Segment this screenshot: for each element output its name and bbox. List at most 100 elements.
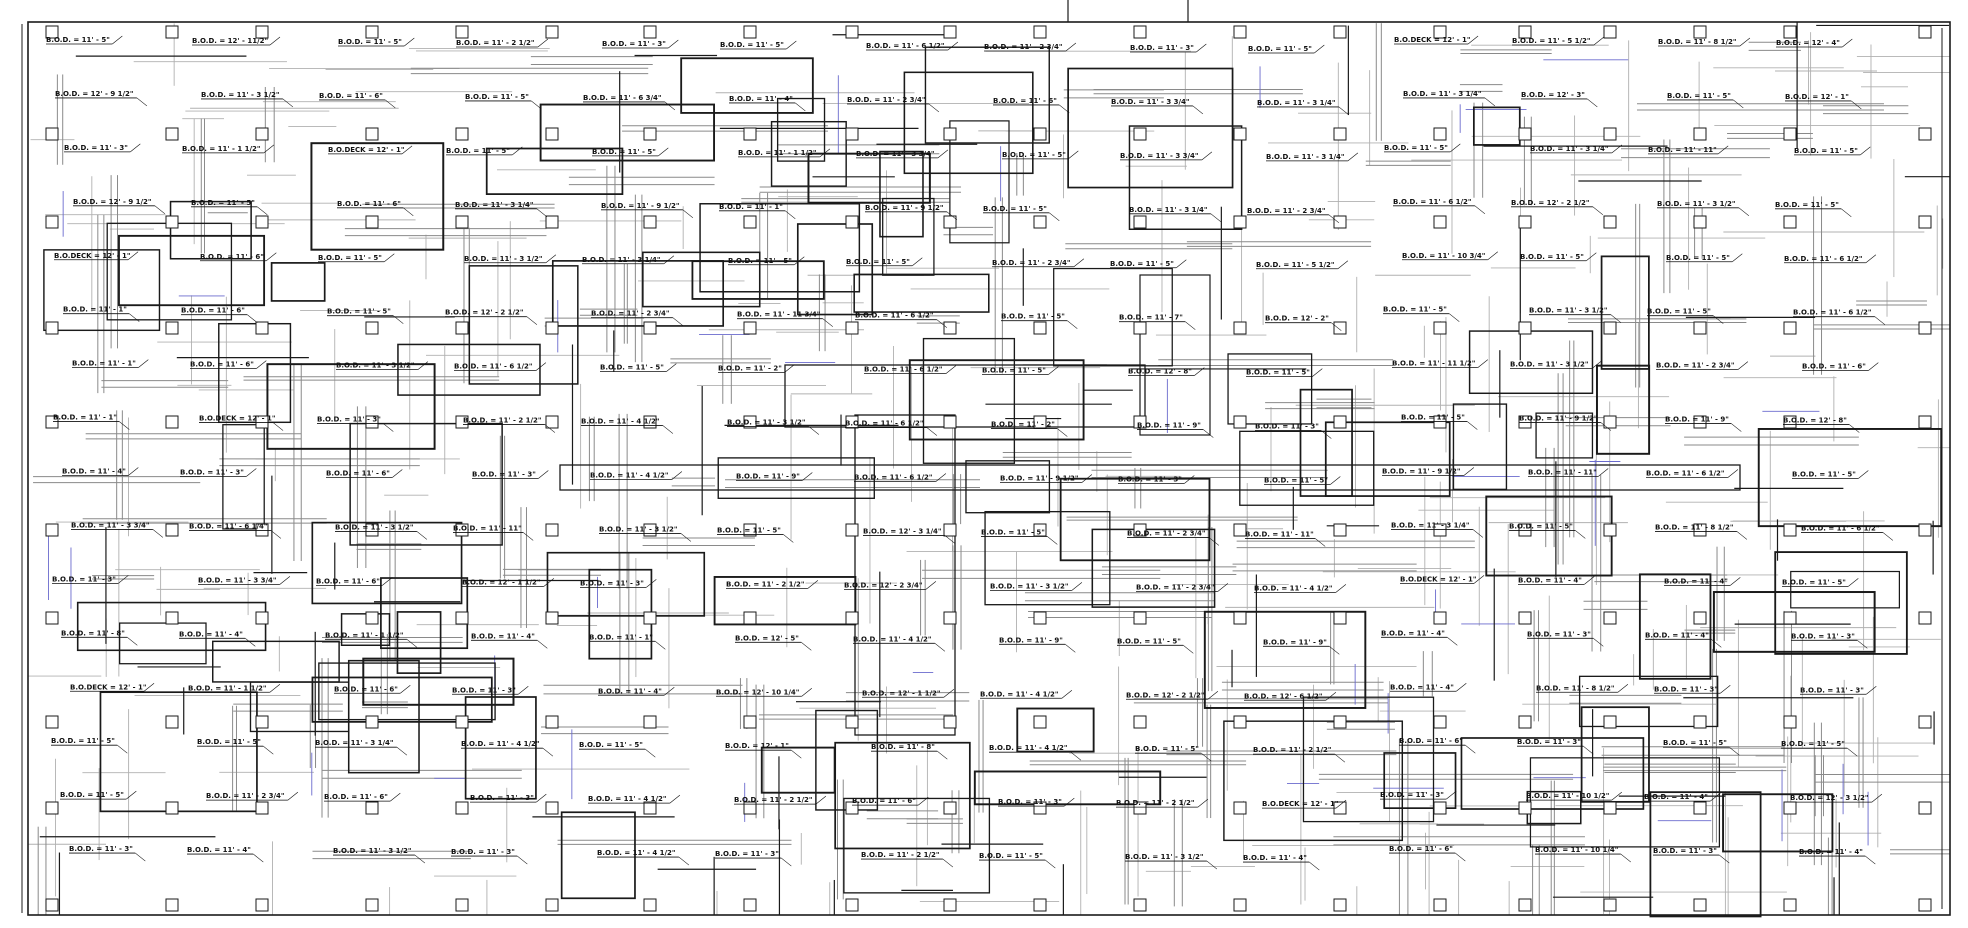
elevation-label: B.O.D. = 12' - 9 1/2" bbox=[55, 90, 134, 98]
label-leader bbox=[934, 643, 946, 652]
label-leader bbox=[1710, 792, 1721, 802]
label-leader bbox=[945, 365, 957, 374]
structural-column bbox=[255, 898, 269, 912]
structural-column bbox=[845, 611, 859, 625]
label-leader bbox=[1593, 638, 1604, 647]
elevation-label: B.O.D. = 11' - 4" bbox=[179, 630, 243, 638]
elevation-label: B.O.D. = 11' - 3 1/4" bbox=[1257, 99, 1336, 107]
structural-column bbox=[1518, 25, 1532, 39]
structural-column bbox=[1518, 415, 1532, 429]
elevation-label: B.O.D. = 11' - 6 1/2" bbox=[1784, 255, 1863, 263]
structural-column bbox=[1233, 415, 1247, 429]
elevation-label: B.O.D. = 11' - 3 1/4" bbox=[455, 201, 534, 209]
room-partition bbox=[1790, 570, 1901, 609]
label-leader bbox=[1474, 205, 1486, 215]
room-partition bbox=[169, 200, 252, 260]
room-partition bbox=[485, 147, 624, 195]
structural-column bbox=[943, 215, 957, 229]
room-partition bbox=[879, 150, 924, 238]
corridor-cross bbox=[784, 364, 1146, 428]
label-leader bbox=[287, 791, 299, 801]
elevation-label: B.O.D. = 11' - 5" bbox=[327, 308, 391, 316]
label-leader bbox=[518, 686, 529, 695]
structural-column bbox=[1518, 321, 1532, 335]
structural-column bbox=[165, 215, 179, 229]
label-leader bbox=[1720, 685, 1731, 694]
elevation-label: B.O.D. = 11' - 4" bbox=[729, 95, 793, 103]
elevation-label: B.O.D. = 11' - 3 1/2" bbox=[727, 419, 806, 427]
elevation-label: B.O.D. = 11' - 5" bbox=[1002, 151, 1066, 159]
elevation-label: B.O.D. = 11' - 5" bbox=[1781, 740, 1845, 748]
elevation-label: B.O.D. = 12' - 8" bbox=[1128, 368, 1192, 376]
label-leader bbox=[1610, 314, 1622, 323]
elevation-label: B.O.D. = 11' - 3" bbox=[1791, 632, 1855, 640]
structural-column bbox=[1233, 898, 1247, 912]
elevation-label: B.O.D. = 11' - 3 1/2" bbox=[333, 847, 412, 855]
structural-column bbox=[255, 127, 269, 141]
label-leader bbox=[1848, 578, 1859, 587]
structural-column bbox=[545, 715, 559, 729]
structural-column bbox=[1603, 321, 1617, 335]
elevation-label: B.O.D. = 11' - 8" bbox=[871, 743, 935, 751]
structural-column bbox=[1603, 127, 1617, 141]
structural-column bbox=[1693, 715, 1707, 729]
room-partition bbox=[796, 223, 874, 316]
structural-column bbox=[1783, 898, 1797, 912]
room-partition bbox=[973, 770, 1162, 806]
elevation-label: B.O.D. = 12' - 2 1/2" bbox=[445, 309, 524, 317]
elevation-label: B.O.D. = 11' - 7" bbox=[1119, 314, 1183, 322]
structural-column bbox=[545, 127, 559, 141]
label-leader bbox=[926, 427, 938, 436]
room-partition bbox=[680, 57, 814, 114]
structural-column bbox=[643, 321, 657, 335]
structural-column bbox=[1918, 611, 1932, 625]
room-partition bbox=[924, 46, 1050, 144]
structural-column bbox=[165, 898, 179, 912]
label-leader bbox=[1865, 254, 1877, 263]
elevation-label: B.O.D. = 11' - 2 3/4" bbox=[1127, 529, 1206, 537]
structural-column bbox=[845, 321, 859, 335]
structural-column bbox=[45, 321, 59, 335]
label-leader bbox=[246, 468, 257, 477]
label-leader bbox=[1592, 206, 1604, 216]
structural-column bbox=[1333, 611, 1347, 625]
label-leader bbox=[785, 210, 796, 220]
room-partition bbox=[266, 363, 436, 450]
label-leader bbox=[786, 40, 797, 50]
elevation-label: B.O.D. = 11' - 5" bbox=[717, 526, 781, 534]
elevation-label: B.O.D. = 11' - 2 3/4" bbox=[1136, 583, 1215, 591]
label-leader bbox=[925, 581, 937, 590]
label-leader bbox=[385, 99, 396, 109]
label-leader bbox=[406, 639, 418, 648]
elevation-label: B.O.D. = 11' - 2 1/2" bbox=[463, 417, 542, 425]
elevation-label: B.O.D. = 11' - 4 1/2" bbox=[1254, 584, 1333, 592]
label-leader bbox=[1192, 105, 1204, 115]
structural-column bbox=[45, 801, 59, 815]
label-leader bbox=[1194, 367, 1205, 376]
elevation-label: B.O.D. = 11' - 11 3/4" bbox=[737, 311, 820, 319]
label-leader bbox=[384, 253, 395, 262]
elevation-label: B.O.D. = 11' - 11 1/2" bbox=[1392, 360, 1475, 368]
structural-column bbox=[1233, 25, 1247, 39]
label-leader bbox=[784, 364, 795, 373]
label-leader bbox=[1059, 104, 1070, 114]
elevation-label: B.O.D. = 11' - 6 1/2" bbox=[1646, 470, 1725, 478]
room-partition bbox=[349, 422, 503, 546]
label-leader bbox=[269, 36, 281, 46]
label-leader bbox=[523, 532, 534, 541]
room-partition bbox=[43, 249, 161, 332]
label-leader bbox=[272, 422, 284, 431]
elevation-label: B.O.D. = 11' - 6 1/2" bbox=[866, 42, 945, 50]
structural-column bbox=[743, 611, 757, 625]
elevation-label: B.O.D. = 11' - 6 1/2" bbox=[454, 363, 533, 371]
elevation-label: B.O.D. = 11' - 11" bbox=[453, 524, 522, 532]
room-partition bbox=[713, 576, 857, 626]
elevation-label: B.O.D. = 11' - 6 1/2" bbox=[845, 420, 924, 428]
structural-column bbox=[455, 715, 469, 729]
label-leader bbox=[1620, 853, 1631, 863]
elevation-label: B.O.D. = 11' - 6" bbox=[200, 253, 264, 261]
structural-column bbox=[743, 215, 757, 229]
elevation-label: B.O.D. = 11' - 9" bbox=[736, 473, 800, 481]
elevation-label: B.O.D. = 11' - 5" bbox=[51, 737, 115, 745]
